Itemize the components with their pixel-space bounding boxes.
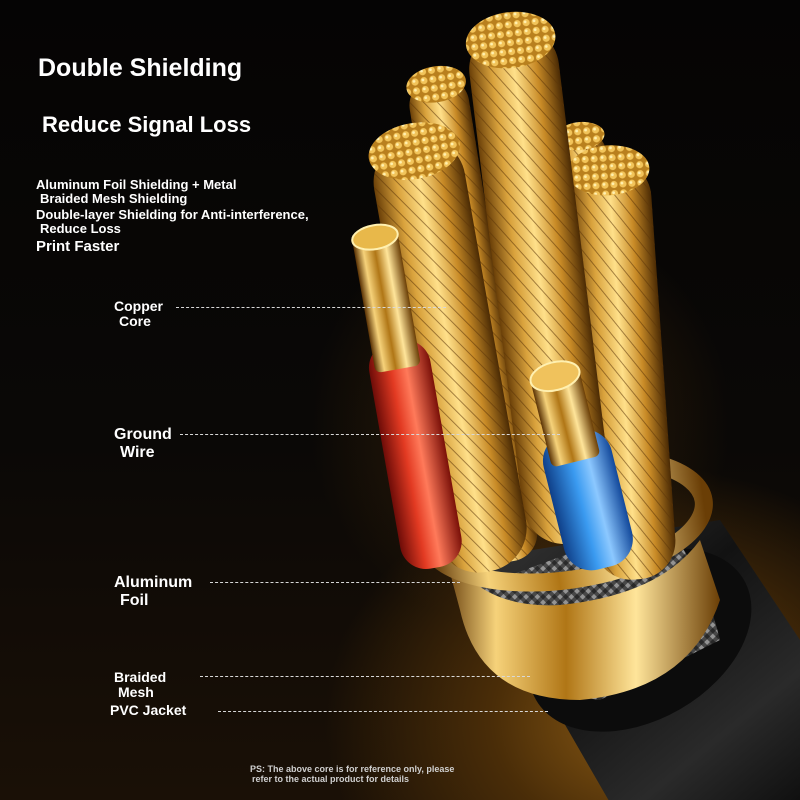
callout-label: Foil (120, 592, 149, 609)
callout-ground-wire: Ground Wire (114, 426, 172, 462)
callout-line-aluminum-foil (210, 582, 460, 583)
callout-pvc-jacket: PVC Jacket (110, 702, 187, 718)
feature-line: Braided Mesh Shielding (40, 191, 188, 206)
feature-line: Aluminum Foil Shielding + Metal (36, 177, 237, 192)
subheadline: Reduce Signal Loss (42, 112, 252, 137)
callout-line-braided-mesh (200, 676, 530, 677)
callout-label: Aluminum (114, 574, 193, 591)
callout-line-copper-core (176, 307, 446, 308)
headline: Double Shielding (38, 54, 243, 82)
feature-description-1: Aluminum Foil Shielding + Metal Braided … (36, 178, 236, 206)
feature-line: Double-layer Shielding for Anti-interfer… (36, 207, 309, 222)
callout-label: Copper (114, 298, 163, 314)
feature-description-2: Double-layer Shielding for Anti-interfer… (36, 208, 309, 236)
disclaimer-line: refer to the actual product for details (252, 774, 410, 784)
callout-copper-core: Copper Core (114, 299, 163, 329)
callout-label: Ground (114, 426, 172, 443)
copper-cores (368, 11, 676, 580)
callout-label: Wire (120, 444, 155, 461)
red-wire-shape (351, 223, 462, 569)
blue-wire-shape (529, 360, 633, 571)
callout-line-ground-wire (180, 434, 560, 435)
callout-line-pvc-jacket (218, 711, 548, 712)
callout-label: Core (119, 313, 151, 329)
callout-aluminum-foil: Aluminum Foil (114, 574, 192, 610)
callout-braided-mesh: Braided Mesh (114, 670, 166, 700)
callout-label: Braided (114, 669, 167, 685)
feature-line: Reduce Loss (40, 221, 121, 236)
feature-description-3: Print Faster (36, 238, 120, 255)
disclaimer-line: PS: The above core is for reference only… (250, 764, 455, 774)
callout-label: Mesh (118, 684, 154, 700)
disclaimer: PS: The above core is for reference only… (250, 764, 454, 784)
